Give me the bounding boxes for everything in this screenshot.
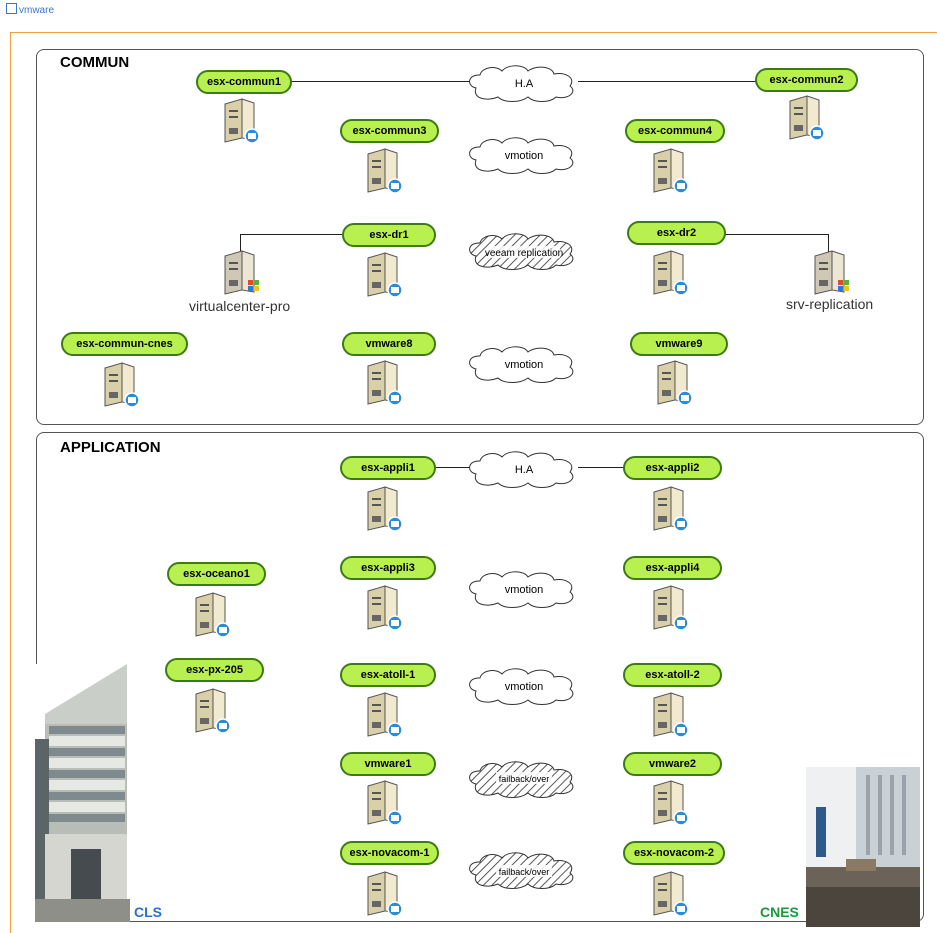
link-ha-commun2 [578, 81, 758, 82]
node-esx-dr1[interactable]: esx-dr1 [342, 223, 436, 247]
server-icon [224, 98, 260, 144]
cloud-vmotion-atoll: vmotion [469, 668, 574, 705]
node-esx-dr2[interactable]: esx-dr2 [627, 221, 726, 245]
section-title-commun: COMMUN [60, 54, 130, 71]
node-esx-atoll-2[interactable]: esx-atoll-2 [623, 663, 722, 687]
cls-building-photo [35, 664, 130, 922]
node-esx-atoll-1[interactable]: esx-atoll-1 [340, 663, 436, 687]
server-icon [367, 486, 403, 532]
node-esx-commun1[interactable]: esx-commun1 [196, 70, 292, 94]
server-icon [367, 252, 403, 298]
node-esx-appli1[interactable]: esx-appli1 [340, 456, 436, 480]
node-vmware1[interactable]: vmware1 [340, 752, 436, 776]
link-dr2-replication [724, 234, 828, 235]
node-esx-appli2[interactable]: esx-appli2 [623, 456, 722, 480]
node-esx-oceano1[interactable]: esx-oceano1 [167, 562, 266, 586]
server-icon [195, 592, 231, 638]
cloud-failback-2-label: failback/over [499, 867, 550, 877]
vmware-logo: vmware [6, 3, 54, 16]
cloud-vmotion-appli-label: vmotion [505, 584, 544, 596]
cloud-vmotion-commun-label: vmotion [505, 150, 544, 162]
cloud-veeam-label: veeam replication [485, 248, 563, 259]
server-label-virtualcenter: virtualcenter-pro [189, 298, 291, 314]
node-vmware8[interactable]: vmware8 [342, 332, 436, 356]
node-esx-novacom-2[interactable]: esx-novacom-2 [623, 841, 725, 865]
server-icon [653, 780, 689, 826]
cloud-ha-commun-label: H.A [515, 78, 534, 90]
cloud-veeam-replication: veeam replication [469, 233, 574, 270]
server-icon [657, 360, 693, 406]
server-icon [367, 871, 403, 917]
cnes-building-photo [806, 767, 920, 927]
section-title-application: APPLICATION [60, 439, 161, 456]
link-appli1-ha [432, 467, 472, 468]
windows-server-icon [814, 250, 849, 295]
frame-left-line [10, 32, 11, 933]
link-virtualcenter-drop [240, 234, 241, 252]
location-label-cnes: CNES [760, 904, 799, 920]
link-ha-appli2 [578, 467, 626, 468]
server-icon [367, 780, 403, 826]
frame-top-line [10, 32, 937, 33]
cloud-vmotion-appli: vmotion [469, 571, 574, 608]
location-label-cls: CLS [134, 904, 162, 920]
node-esx-commun2[interactable]: esx-commun2 [755, 68, 858, 92]
node-esx-novacom-1[interactable]: esx-novacom-1 [340, 841, 439, 865]
node-esx-commun4[interactable]: esx-commun4 [625, 119, 725, 143]
node-esx-appli4[interactable]: esx-appli4 [623, 556, 722, 580]
server-icon [653, 871, 689, 917]
cloud-failback-2: failback/over [469, 852, 574, 889]
cloud-ha-appli-label: H.A [515, 464, 534, 476]
cloud-vmotion-commun2-label: vmotion [505, 359, 544, 371]
node-esx-px-205[interactable]: esx-px-205 [165, 658, 264, 682]
cloud-failback-1-label: failback/over [499, 774, 550, 784]
server-icon [789, 95, 825, 141]
windows-server-icon [224, 250, 259, 295]
cloud-ha-appli: H.A [469, 451, 574, 488]
node-vmware9[interactable]: vmware9 [630, 332, 728, 356]
node-esx-commun3[interactable]: esx-commun3 [340, 119, 439, 143]
node-vmware2[interactable]: vmware2 [623, 752, 722, 776]
server-icon [367, 148, 403, 194]
server-icon [653, 148, 689, 194]
server-icon [653, 585, 689, 631]
cloud-failback-1: failback/over [469, 761, 574, 798]
vmware-logo-icon [6, 3, 17, 14]
cloud-vmotion-commun2: vmotion [469, 346, 574, 383]
server-label-replication: srv-replication [786, 296, 874, 312]
server-icon [104, 362, 140, 408]
link-dr1-virtualcenter [240, 234, 342, 235]
server-icon [653, 486, 689, 532]
link-replication-drop [828, 234, 829, 252]
cloud-vmotion-atoll-label: vmotion [505, 681, 544, 693]
server-icon [653, 692, 689, 738]
server-icon [367, 692, 403, 738]
server-icon [195, 688, 231, 734]
server-icon [653, 250, 689, 296]
server-icon [367, 585, 403, 631]
link-commun1-ha [290, 81, 470, 82]
server-icon [367, 360, 403, 406]
cloud-ha-commun: H.A [469, 65, 574, 102]
cloud-vmotion-commun: vmotion [469, 137, 574, 174]
node-esx-commun-cnes[interactable]: esx-commun-cnes [61, 332, 188, 356]
node-esx-appli3[interactable]: esx-appli3 [340, 556, 436, 580]
